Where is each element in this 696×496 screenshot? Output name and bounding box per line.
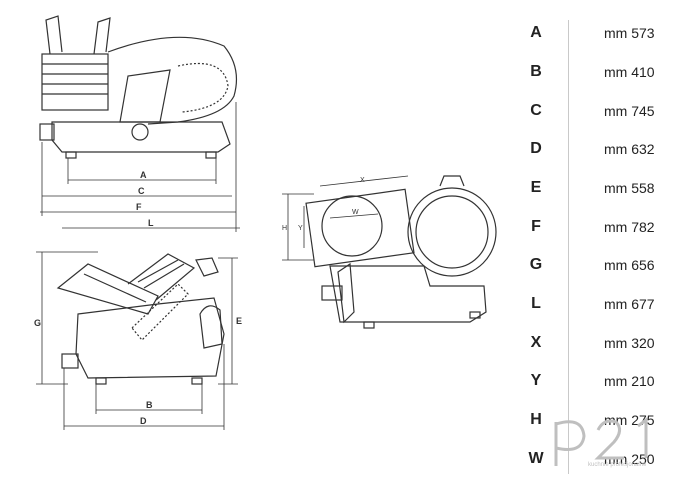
gear-knob [61, 353, 79, 369]
dimension-row: F mm 782 [520, 216, 680, 238]
dimension-letter: D [530, 140, 542, 157]
dimension-row: E mm 558 [520, 177, 680, 199]
dimension-value: mm 656 [604, 257, 655, 273]
label-g: G [34, 318, 41, 328]
dimension-letter: B [530, 63, 542, 80]
dimension-row: D mm 632 [520, 138, 680, 160]
label-c: C [138, 186, 145, 196]
dimension-letter: W [528, 450, 544, 467]
carriage [56, 263, 159, 315]
dimension-row: A mm 573 [520, 22, 680, 44]
dimension-letter: X [530, 334, 542, 351]
sharpener [195, 257, 219, 277]
dimension-value: mm 677 [604, 296, 655, 312]
blade-assembly [127, 253, 196, 301]
dimension-value: mm 320 [604, 335, 655, 351]
side-view-svg: A C F L [39, 15, 240, 232]
dimension-letter: C [530, 102, 542, 119]
dimension-row: G mm 656 [520, 254, 680, 276]
front-view-svg: G E B D [34, 251, 242, 430]
knob [131, 123, 149, 141]
dimension-value: mm 573 [604, 25, 655, 41]
dimension-row: L mm 677 [520, 293, 680, 315]
dim-line-w [329, 213, 379, 219]
machine-body [51, 121, 231, 153]
machine-base [329, 265, 487, 323]
label-y: Y [298, 225, 303, 232]
dimension-letter: H [530, 411, 542, 428]
top-view-svg: X W Y H [282, 175, 497, 329]
dimension-letter: Y [530, 372, 542, 389]
product-circle [321, 195, 383, 257]
dimension-value: mm 782 [604, 219, 655, 235]
front-view-drawing: G E B D [28, 244, 254, 436]
handle [199, 305, 223, 349]
dim-line-x [319, 175, 409, 187]
pusher-arm-left [45, 15, 63, 55]
dimension-value: mm 558 [604, 180, 655, 196]
dimension-value: mm 210 [604, 373, 655, 389]
dimension-row: C mm 745 [520, 100, 680, 122]
foot [469, 311, 481, 319]
dimension-value: mm 745 [604, 103, 655, 119]
central-column [119, 69, 171, 123]
dimension-row: B mm 410 [520, 61, 680, 83]
foot [95, 377, 107, 385]
blade-disc [407, 187, 497, 277]
dimension-row: Y mm 210 [520, 370, 680, 392]
dimension-row: W mm 250 [520, 448, 680, 470]
dimension-letter: E [530, 179, 542, 196]
blade-guard [107, 36, 237, 125]
label-f: F [136, 202, 142, 212]
label-w: W [352, 209, 359, 216]
dimension-letter: F [531, 218, 541, 235]
logo-svg: kuchnie profesjonalne [554, 417, 648, 468]
blade-cap [439, 175, 465, 187]
gear-knob [321, 285, 343, 301]
product-tray [41, 53, 109, 111]
dimension-value: mm 410 [604, 64, 655, 80]
dimension-letter: L [531, 295, 541, 312]
label-x: X [360, 177, 365, 184]
side-view-drawing: A C F L [28, 12, 246, 238]
pusher-arm-right [93, 17, 111, 55]
table-divider [568, 20, 569, 474]
label-a: A [140, 170, 147, 180]
foot [363, 321, 375, 329]
dimension-value: mm 632 [604, 141, 655, 157]
dimension-row: X mm 320 [520, 332, 680, 354]
label-l: L [148, 218, 154, 228]
dimension-letter: A [530, 24, 542, 41]
foot [205, 151, 217, 159]
top-view-drawing: X W Y H [274, 136, 498, 358]
label-h: H [282, 225, 287, 232]
logo-tagline: kuchnie profesjonalne [588, 462, 647, 468]
foot [65, 151, 77, 159]
label-e: E [236, 316, 242, 326]
gear-knob [39, 123, 55, 141]
p21-watermark-logo: kuchnie profesjonalne [548, 408, 678, 470]
label-b: B [146, 400, 153, 410]
dimension-value: mm 250 [604, 451, 655, 467]
label-d: D [140, 416, 147, 426]
dimension-letter: G [529, 256, 543, 273]
foot [191, 377, 203, 385]
